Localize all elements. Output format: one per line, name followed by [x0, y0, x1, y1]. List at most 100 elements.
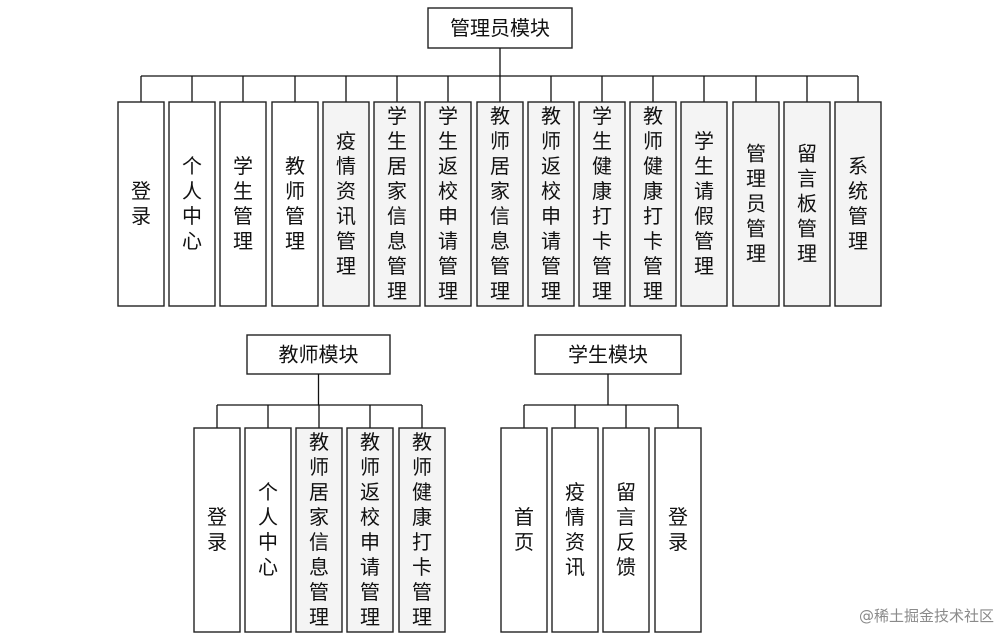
leaf-rect	[346, 427, 394, 633]
leaf-char: 理	[848, 229, 868, 253]
leaf-rect	[500, 427, 548, 633]
leaf-char: 师	[309, 455, 329, 479]
leaf-char: 家	[490, 179, 510, 203]
leaf-char: 反	[616, 530, 636, 554]
leaf-rect	[295, 427, 343, 633]
leaf-char: 卡	[412, 555, 432, 579]
leaf-char: 校	[438, 179, 458, 203]
leaf-char: 学	[694, 129, 714, 153]
leaf-char: 理	[490, 279, 510, 303]
leaf-rect	[322, 101, 370, 307]
leaf-char: 请	[694, 179, 714, 203]
leaf-char: 人	[182, 179, 202, 203]
leaf-char: 校	[541, 179, 561, 203]
leaf-char: 师	[285, 179, 305, 203]
leaf-char: 管	[797, 217, 817, 241]
leaf-rect	[219, 101, 267, 307]
leaf-rect	[629, 101, 677, 307]
leaf-char: 讯	[565, 555, 585, 579]
leaf-char: 申	[541, 204, 561, 228]
leaf-char: 康	[412, 505, 432, 529]
leaf-rect	[602, 427, 650, 633]
leaf-char: 卡	[643, 229, 663, 253]
leaf-char: 健	[412, 480, 432, 504]
leaf-rect	[398, 427, 446, 633]
leaf-char: 理	[694, 254, 714, 278]
leaf-char: 居	[309, 480, 329, 504]
leaf-rect	[578, 101, 626, 307]
leaf-char: 理	[233, 229, 253, 253]
leaf-char: 理	[592, 279, 612, 303]
leaf-char: 生	[694, 154, 714, 178]
leaf-box: 登录	[117, 101, 165, 307]
leaf-char: 居	[490, 154, 510, 178]
leaf-rect	[193, 427, 241, 633]
leaf-char: 息	[309, 555, 329, 579]
leaf-char: 管	[233, 204, 253, 228]
leaf-rect	[244, 427, 292, 633]
leaf-char: 管	[746, 142, 766, 166]
leaf-char: 中	[258, 530, 278, 554]
leaf-char: 讯	[336, 204, 356, 228]
leaf-char: 馈	[616, 555, 636, 579]
leaf-char: 生	[233, 179, 253, 203]
leaf-char: 页	[514, 530, 534, 554]
leaf-char: 学	[233, 154, 253, 178]
leaf-char: 康	[643, 179, 663, 203]
leaf-char: 教	[360, 430, 380, 454]
leaf-char: 家	[309, 505, 329, 529]
leaf-rect	[373, 101, 421, 307]
leaf-char: 统	[848, 179, 868, 203]
leaf-char: 系	[848, 154, 868, 178]
leaf-char: 教	[490, 104, 510, 128]
leaf-char: 理	[746, 242, 766, 266]
leaf-char: 返	[541, 154, 561, 178]
leaf-char: 录	[131, 204, 151, 228]
root-box	[427, 7, 573, 49]
leaf-char: 打	[592, 204, 612, 228]
leaf-char: 健	[592, 154, 612, 178]
leaf-char: 康	[592, 179, 612, 203]
leaf-char: 管	[592, 254, 612, 278]
leaf-char: 请	[438, 229, 458, 253]
leaf-rect	[424, 101, 472, 307]
leaf-char: 信	[490, 204, 510, 228]
leaf-char: 情	[336, 154, 356, 178]
leaf-char: 返	[360, 480, 380, 504]
leaf-char: 信	[387, 204, 407, 228]
leaf-char: 校	[360, 505, 380, 529]
leaf-rect	[783, 101, 831, 307]
leaf-rect	[551, 427, 599, 633]
leaf-char: 录	[207, 530, 227, 554]
leaf-char: 息	[490, 229, 510, 253]
watermark: @稀土掘金技术社区	[858, 607, 994, 625]
leaf-char: 返	[438, 154, 458, 178]
leaf-char: 登	[668, 505, 688, 529]
leaf-char: 理	[438, 279, 458, 303]
leaf-char: 请	[360, 555, 380, 579]
leaf-char: 学	[592, 104, 612, 128]
leaf-char: 申	[360, 530, 380, 554]
leaf-char: 登	[131, 179, 151, 203]
leaf-char: 资	[336, 179, 356, 203]
leaf-char: 管	[309, 580, 329, 604]
root-title: 学生模块	[568, 343, 648, 367]
leaf-char: 健	[643, 154, 663, 178]
leaf-char: 生	[387, 129, 407, 153]
leaf-char: 个	[182, 154, 202, 178]
leaf-char: 留	[616, 480, 636, 504]
leaf-char: 管	[746, 217, 766, 241]
leaf-char: 居	[387, 154, 407, 178]
